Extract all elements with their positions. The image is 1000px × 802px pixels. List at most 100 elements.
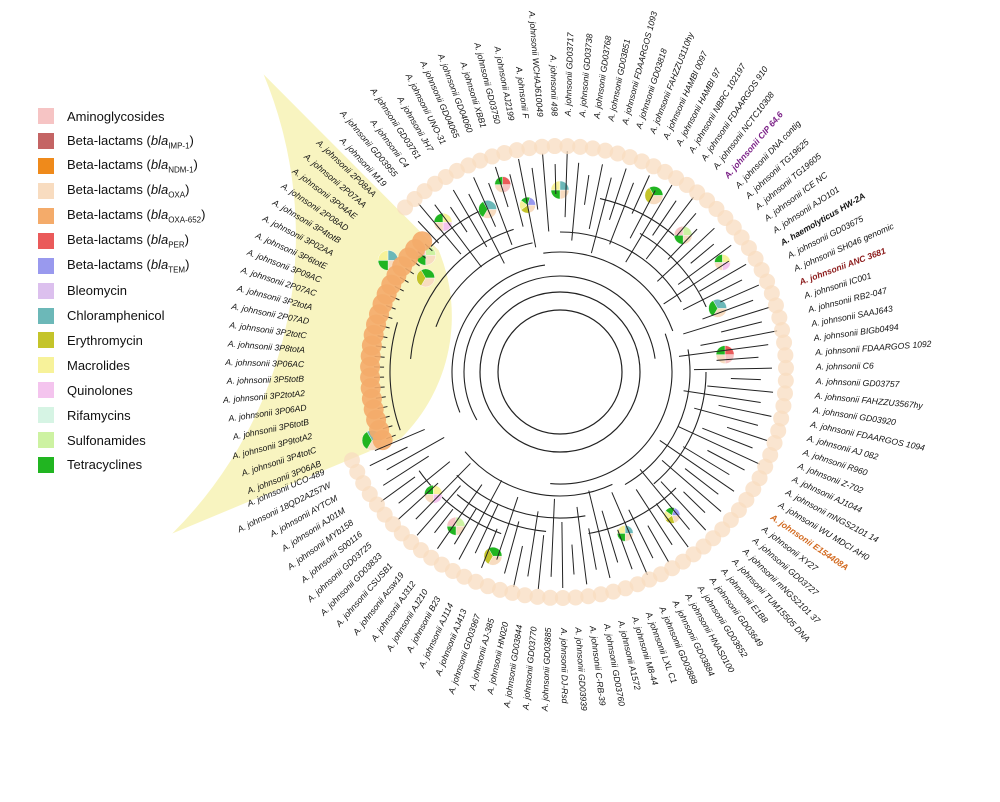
tip-branch — [369, 446, 408, 467]
tip-branch — [720, 284, 760, 303]
pie-slice — [559, 189, 570, 200]
legend-class: Bleomycin — [67, 283, 127, 299]
tip-branch — [639, 469, 690, 530]
tip-label: A. johnsonii GD03885 — [539, 627, 553, 712]
legend-label: Beta-lactams (blaOXA) — [67, 182, 190, 200]
clade-arc — [456, 474, 586, 519]
legend-label: Aminoglycosides — [67, 109, 165, 124]
tip-resistance-circle — [775, 397, 792, 414]
inner-ring — [497, 309, 623, 435]
tip-branch — [468, 193, 505, 264]
tip-branch — [663, 260, 730, 305]
tip-branch — [590, 177, 612, 254]
tip-branch — [682, 279, 743, 311]
resistance-pie — [416, 268, 435, 288]
tip-resistance-circle — [529, 588, 546, 605]
tip-label: A. johnsonii FDAARGOS 1092 — [814, 339, 932, 358]
tip-branch — [693, 367, 772, 371]
tip-branch — [702, 299, 754, 320]
legend-class: Rifamycins — [67, 407, 131, 423]
resistance-pie — [715, 345, 735, 364]
legend-class: Beta-lactams — [67, 157, 143, 173]
pie-slice — [715, 354, 726, 364]
tip-branch — [453, 508, 477, 545]
legend-swatch — [38, 133, 54, 150]
tip-branch — [690, 243, 715, 264]
tip-branch — [434, 204, 482, 268]
pie-slice — [433, 485, 443, 495]
tip-resistance-circle — [572, 138, 589, 155]
tip-branch — [609, 182, 634, 245]
legend-class: Quinolones — [67, 382, 133, 398]
legend-class: Tetracyclines — [67, 457, 143, 473]
legend-label: Beta-lactams (blaNDM-1) — [67, 157, 198, 176]
tip-resistance-circle — [559, 138, 576, 155]
pie-slice — [446, 517, 457, 527]
tip-label: A. johnsonii GD03738 — [577, 33, 595, 118]
tip-resistance-circle — [412, 231, 433, 252]
tip-branch — [707, 385, 774, 393]
tip-branch — [415, 463, 471, 520]
pie-slice — [671, 507, 681, 516]
tip-branch — [571, 162, 580, 241]
tip-resistance-circle — [763, 285, 780, 302]
legend-item: Tetracyclines — [38, 452, 268, 477]
tip-branch — [702, 427, 753, 449]
legend-swatch — [38, 282, 54, 299]
tip-resistance-circle — [776, 334, 793, 351]
legend-gene-variant: IMP-1 — [168, 141, 190, 151]
tip-branch — [611, 492, 648, 576]
legend-label: Bleomycin — [67, 283, 127, 298]
legend-item: Chloramphenicol — [38, 303, 268, 328]
tip-branch — [397, 482, 439, 520]
legend-swatch — [38, 456, 54, 473]
tip-resistance-circle — [777, 359, 794, 376]
tip-branch — [398, 461, 451, 504]
tip-branch — [588, 528, 597, 570]
legend-label: Macrolides — [67, 358, 130, 373]
resistance-pie — [616, 525, 634, 542]
tip-branch — [678, 344, 769, 357]
tip-branch — [652, 200, 677, 236]
tip-branch — [382, 455, 429, 486]
legend-swatch — [38, 407, 54, 424]
legend-item: Beta-lactams (blaOXA-652) — [38, 204, 268, 229]
tip-resistance-circle — [496, 144, 513, 161]
tip-branch — [629, 190, 656, 239]
legend-swatch — [38, 158, 54, 175]
pie-slice — [502, 184, 511, 193]
legend-class: Sulfonamides — [67, 432, 146, 448]
tip-branch — [628, 509, 654, 559]
legend-swatch — [38, 257, 54, 274]
pie-slice — [442, 213, 453, 223]
tip-branch — [659, 440, 735, 492]
resistance-pie — [644, 186, 664, 205]
tip-branch — [720, 321, 762, 333]
legend-item: Beta-lactams (blaOXA) — [38, 179, 268, 204]
tip-branch — [417, 220, 440, 244]
tip-resistance-circle — [773, 410, 790, 427]
tip-branch — [707, 449, 745, 471]
legend-class: Beta-lactams — [67, 256, 143, 272]
pie-slice — [433, 494, 443, 504]
pie-slice — [712, 299, 727, 309]
pie-slice — [455, 517, 466, 527]
legend-swatch — [38, 332, 54, 349]
tip-branch — [726, 426, 768, 441]
tip-branch — [588, 164, 603, 230]
legend-item: Aminoglycosides — [38, 104, 268, 129]
tip-branch — [418, 203, 462, 255]
tip-branch — [518, 158, 537, 248]
tip-branch — [667, 228, 698, 260]
pie-slice — [682, 226, 693, 236]
legend-label: Beta-lactams (blaTEM) — [67, 256, 190, 275]
tip-label: A. johnsonii DJ-Rsd — [559, 627, 570, 704]
tip-resistance-circle — [521, 140, 538, 157]
tip-branch — [683, 491, 706, 513]
legend-item: Beta-lactams (blaTEM) — [38, 253, 268, 278]
legend-label: Beta-lactams (blaOXA-652) — [67, 207, 206, 225]
tip-branch — [474, 504, 499, 554]
tip-branch — [576, 506, 588, 585]
clade-arc — [418, 470, 502, 535]
tip-label: A. johnsonii 498 — [548, 54, 559, 117]
